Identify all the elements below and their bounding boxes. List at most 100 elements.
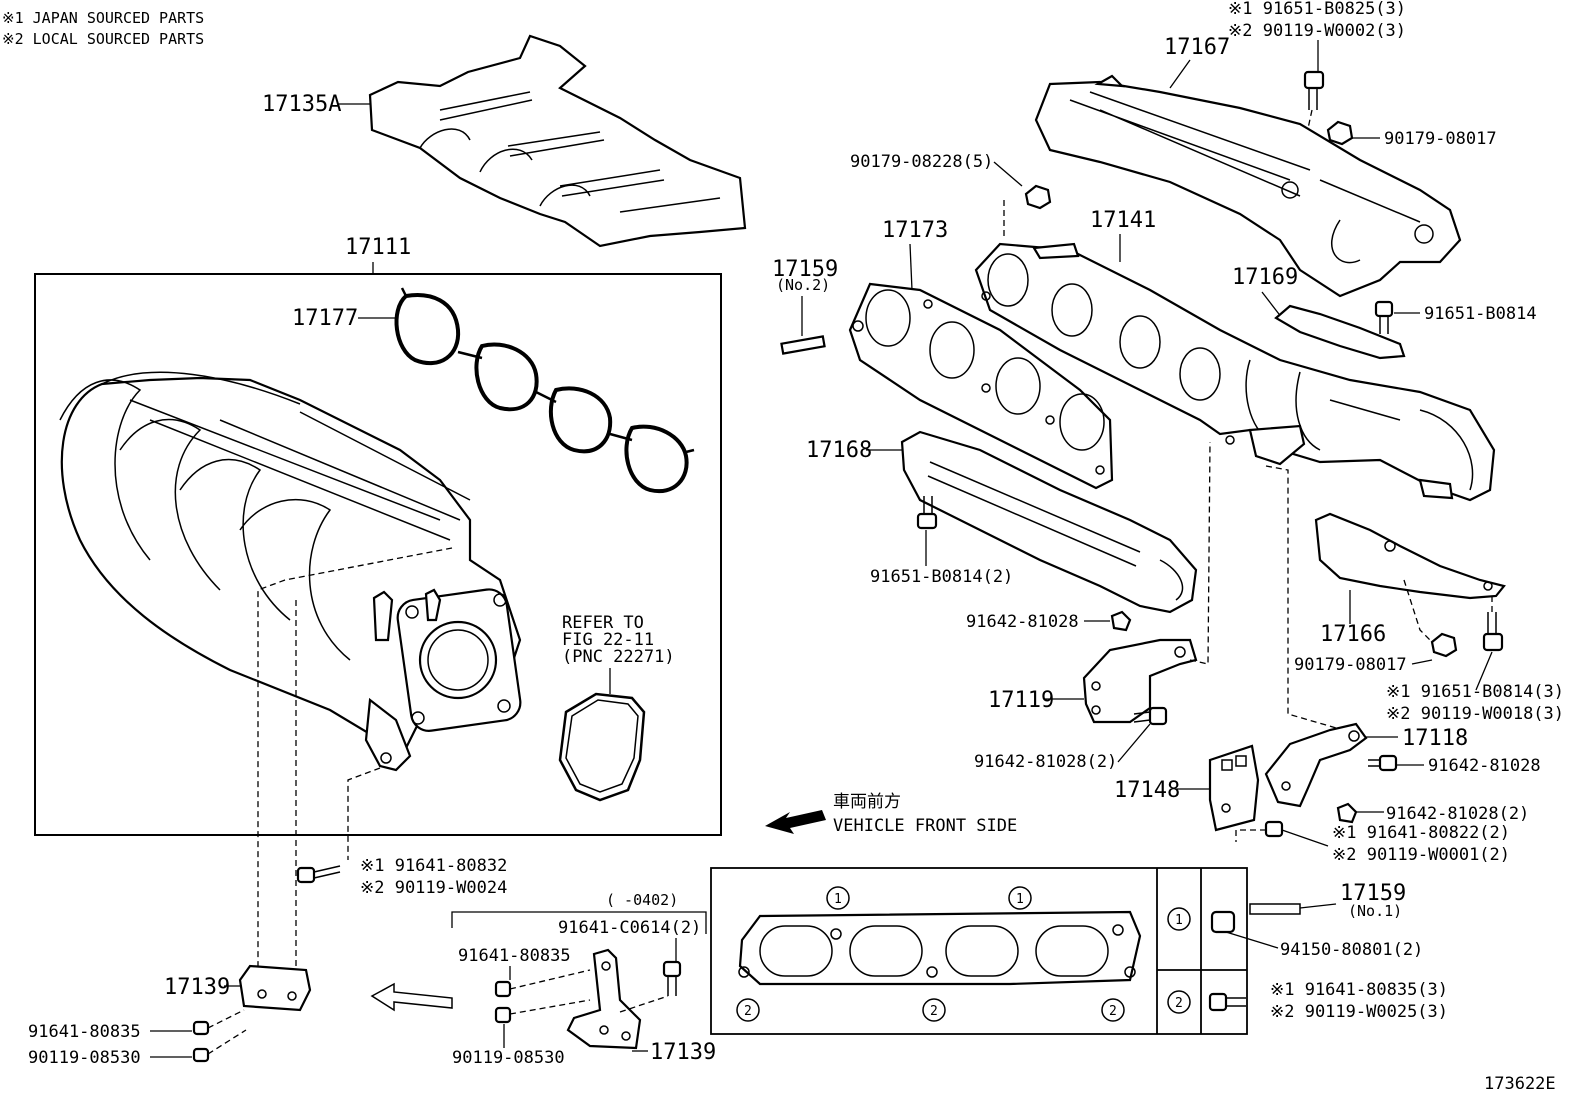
exhaust-manifold-gasket-drawing (738, 910, 1142, 986)
label-17159-no2-sub: (No.2) (776, 276, 830, 294)
label-17159-no2: 17159 (772, 257, 838, 282)
label-17141: 17141 (1090, 208, 1156, 233)
intake-manifold-drawing (59, 371, 522, 772)
label-91651-B0825: ※1 91651-B0825(3) (1228, 0, 1406, 19)
marker-1-a: 1 (826, 886, 850, 910)
bolt-91651-B0814-drawing (1374, 300, 1394, 334)
refer-fig-label: FIG 22-11 (562, 630, 654, 650)
exhaust-manifold-gasket-17173-drawing (848, 282, 1114, 490)
marker-1-b: 1 (1008, 886, 1032, 910)
throttle-body-gasket-drawing (558, 692, 646, 802)
label-91641-80835-mid: 91641-80835 (458, 946, 571, 966)
refer-to-label: REFER TO (562, 613, 644, 633)
label-17118: 17118 (1402, 726, 1468, 751)
svg-text:2: 2 (930, 1004, 938, 1019)
svg-text:1: 1 (1175, 913, 1183, 928)
label-91651-B0814: 91651-B0814 (1424, 304, 1537, 324)
intake-manifold-assembly-frame (34, 273, 722, 836)
nut-91642-81028-2b-drawing (1336, 802, 1358, 824)
svg-text:2: 2 (1175, 996, 1183, 1011)
stud-17159-no2-drawing (780, 335, 826, 355)
label-17173: 17173 (882, 218, 948, 243)
label-90179-08228: 90179-08228(5) (850, 152, 993, 172)
label-90179-08017-b: 90179-08017 (1294, 655, 1407, 675)
label-17111: 17111 (345, 235, 411, 260)
label-17159-no1: 17159 (1340, 881, 1406, 906)
label-17166: 17166 (1320, 622, 1386, 647)
label-17167: 17167 (1164, 35, 1230, 60)
label-range: ( -0402) (606, 891, 678, 909)
label-17169: 17169 (1232, 265, 1298, 290)
nut-90179-08017-top-drawing (1326, 120, 1354, 146)
label-91651-B0814-2: 91651-B0814(2) (870, 567, 1013, 587)
bracket-17119-drawing (1082, 638, 1198, 724)
note-japan-sourced: ※1 JAPAN SOURCED PARTS (2, 9, 204, 27)
label-90119-W0001-2: ※2 90119-W0001(2) (1332, 845, 1510, 865)
intake-manifold-gasket-drawing (394, 287, 695, 494)
svg-text:1: 1 (1016, 892, 1024, 907)
label-17177: 17177 (292, 306, 358, 331)
nut-90179-08228-drawing (1003, 184, 1052, 238)
bolt-91651-B0814-2-drawing (916, 496, 938, 530)
note-local-sourced: ※2 LOCAL SOURCED PARTS (2, 30, 204, 48)
exhaust-manifold-heat-insulator-drawing (1034, 74, 1462, 298)
exhaust-gasket-table (710, 867, 1248, 1035)
svg-text:1: 1 (834, 892, 842, 907)
label-17135A: 17135A (262, 92, 341, 117)
label-91642-81028-b: 91642-81028 (1428, 756, 1541, 776)
bolt-91641-80835-mid-drawing (494, 969, 591, 998)
plate-17148-drawing (1208, 744, 1260, 832)
label-91651-B0814-3: ※1 91651-B0814(3) (1386, 682, 1564, 702)
bolt-91651-B0814-3-drawing (1482, 596, 1504, 652)
label-90119-08530-left: 90119-08530 (28, 1048, 141, 1068)
bolt-table-2-drawing (1208, 992, 1246, 1012)
vehicle-front-jp-label: 車両前方 (833, 792, 901, 812)
label-90119-W0002: ※2 90119-W0002(3) (1228, 21, 1406, 41)
bracket-17139-right-drawing (566, 948, 669, 1050)
label-90119-W0025-3: ※2 90119-W0025(3) (1270, 1002, 1448, 1022)
heat-insulator-17168-drawing (900, 430, 1198, 614)
label-91642-81028-2b: 91642-81028(2) (1386, 804, 1529, 824)
label-91642-81028-a: 91642-81028 (966, 612, 1079, 632)
marker-2-b: 2 (922, 998, 946, 1022)
label-90119-08530-mid: 90119-08530 (452, 1048, 565, 1068)
stud-17159-no1-drawing (1210, 903, 1301, 934)
bolt-91641-C0614-drawing (662, 960, 682, 996)
vehicle-front-arrow-icon (765, 810, 826, 834)
marker-2-c: 2 (1101, 998, 1125, 1022)
label-91642-81028-2a: 91642-81028(2) (974, 752, 1117, 772)
figure-code: 173622E (1484, 1074, 1556, 1094)
bolt-90119-08530-mid-drawing (494, 999, 591, 1024)
marker-1-table: 1 (1167, 907, 1191, 931)
refer-pnc-label: (PNC 22271) (562, 647, 675, 667)
label-17139-left: 17139 (164, 975, 230, 1000)
bolt-91642-81028-b-drawing (1368, 754, 1398, 772)
heat-insulator-17169-drawing (1274, 304, 1406, 360)
heat-insulator-17166-drawing (1314, 512, 1506, 600)
svg-text:2: 2 (744, 1004, 752, 1019)
vehicle-front-en-label: VEHICLE FRONT SIDE (833, 816, 1017, 836)
bolt-91641-80822-drawing (1235, 820, 1284, 842)
bolt-91642-81028-2a-drawing (1133, 706, 1168, 726)
marker-2-table: 2 (1167, 990, 1191, 1014)
label-94150-80801: 94150-80801(2) (1280, 940, 1423, 960)
label-90179-08017-top: 90179-08017 (1384, 129, 1497, 149)
bolt-90119-08530-left-drawing (192, 1029, 247, 1063)
exhaust-manifold-drawing (974, 242, 1496, 502)
nut-90179-08017-b-drawing (1430, 632, 1458, 658)
svg-text:2: 2 (1109, 1004, 1117, 1019)
nut-91642-81028-a-drawing (1110, 610, 1132, 632)
label-91641-C0614: 91641-C0614(2) (558, 918, 701, 938)
label-17159-no1-sub: (No.1) (1348, 902, 1402, 920)
bracket-17139-left-drawing (238, 964, 312, 1012)
bolt-91641-80832-drawing (296, 865, 341, 884)
label-91641-80822-2: ※1 91641-80822(2) (1332, 823, 1510, 843)
label-17168: 17168 (806, 438, 872, 463)
label-91641-80835-3: ※1 91641-80835(3) (1270, 980, 1448, 1000)
label-90119-W0018-3: ※2 90119-W0018(3) (1386, 704, 1564, 724)
label-17139-right: 17139 (650, 1040, 716, 1065)
intake-manifold-insulator-drawing (368, 34, 747, 248)
label-17148: 17148 (1114, 778, 1180, 803)
marker-2-a: 2 (736, 998, 760, 1022)
